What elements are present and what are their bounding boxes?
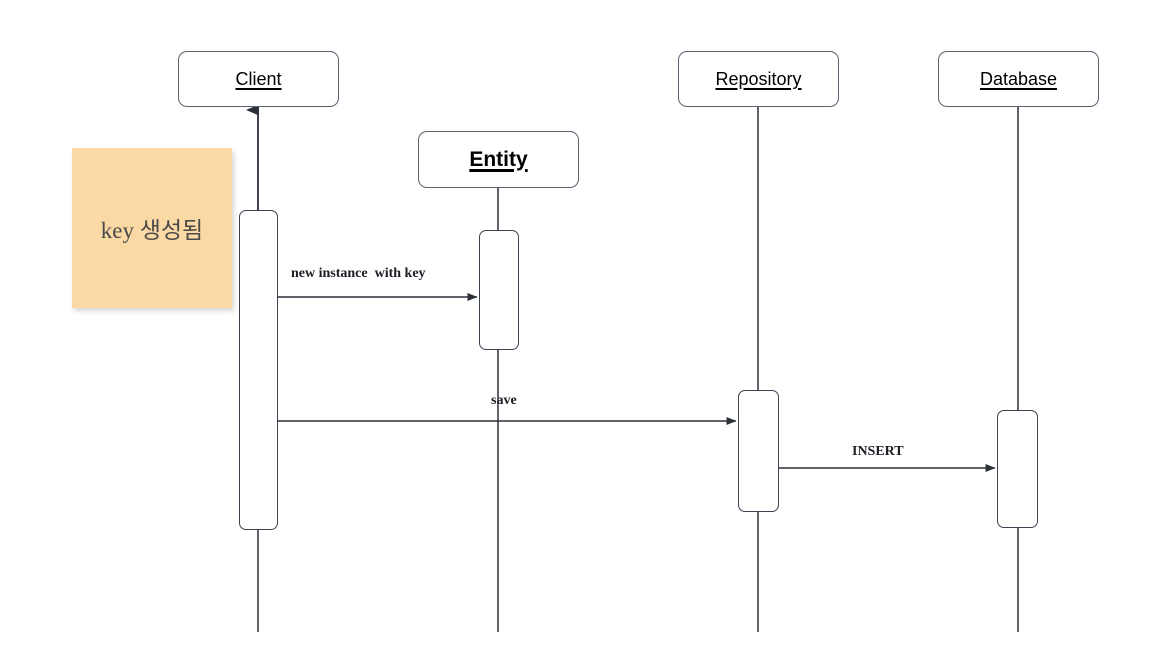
participant-label-repository: Repository: [715, 68, 802, 89]
participant-box-entity[interactable]: Entity: [418, 131, 579, 188]
activation-bar-repository[interactable]: [738, 390, 779, 512]
message-label-save: save: [491, 393, 517, 408]
activation-bar-entity[interactable]: [479, 230, 519, 350]
participant-label-client: Client: [235, 68, 282, 89]
activation-bar-client[interactable]: [239, 210, 278, 530]
participant-box-client[interactable]: Client: [178, 51, 339, 107]
message-label-new-instance-with-key: new instance with key: [291, 266, 426, 281]
participant-label-entity: Entity: [469, 147, 528, 171]
participant-label-database: Database: [979, 68, 1058, 89]
activation-bar-database[interactable]: [997, 410, 1038, 528]
participant-box-repository[interactable]: Repository: [678, 51, 839, 107]
message-label-insert: INSERT: [852, 444, 904, 459]
note-key-generated[interactable]: key 생성됨: [72, 148, 232, 308]
participant-box-database[interactable]: Database: [938, 51, 1099, 107]
note-text: key 생성됨: [100, 218, 204, 243]
